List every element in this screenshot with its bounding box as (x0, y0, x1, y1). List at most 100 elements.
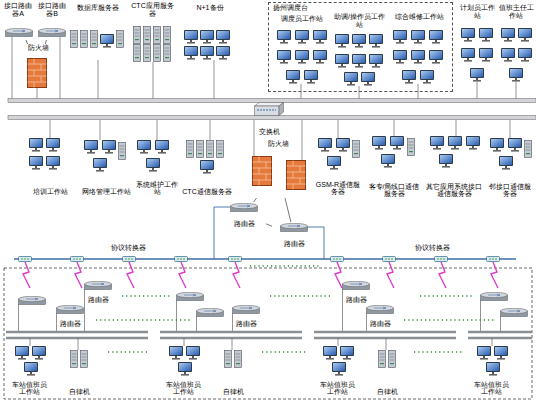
network-wire (510, 120, 511, 138)
converter-icon (19, 257, 32, 262)
monitor-icon (32, 346, 46, 360)
server-icon (154, 45, 161, 62)
network-wire (468, 337, 532, 339)
network-wire (160, 331, 302, 333)
device-label: 路由器 (226, 320, 266, 328)
router-icon (6, 28, 33, 36)
monitor-icon (304, 70, 318, 84)
network-wire (210, 120, 211, 140)
router-icon (367, 305, 394, 313)
server-icon (144, 27, 151, 44)
network-wire (314, 337, 456, 339)
monitor-icon (390, 136, 404, 150)
device-label: 助调/操作员工作站 (332, 13, 387, 28)
monitor-icon (15, 346, 29, 360)
device-label: 网络管理工作站 (80, 188, 132, 196)
device-node: CTC应用服务器 (130, 2, 175, 62)
device-label: 自律机 (64, 388, 94, 396)
device-label: 车站值班员工作站 (164, 381, 202, 396)
network-wire (302, 120, 303, 160)
protocol-label: 协议转换器 (414, 244, 451, 252)
device-node: 系统维护工作站 (134, 128, 180, 196)
network-wire (480, 300, 481, 332)
device-node: 路由器 (360, 304, 400, 328)
device-label: 接口路由器A (2, 2, 34, 17)
device-label: 其它应用系统接口通信服务器 (426, 183, 482, 198)
monitor-icon (486, 362, 500, 376)
monitor-icon (344, 72, 358, 86)
server-icon (81, 351, 88, 368)
device-node: 交换机 (250, 98, 288, 136)
monitor-icon (466, 136, 480, 150)
router-icon (343, 281, 370, 289)
server-icon (117, 31, 124, 48)
device-label: 路由器 (272, 240, 316, 248)
network-wire (18, 304, 19, 332)
device-label: N+1备份 (180, 4, 240, 12)
server-icon (154, 27, 161, 44)
device-node: 自律机 (64, 344, 94, 396)
network-wire (184, 338, 185, 346)
converter-icon (175, 257, 188, 262)
server-icon (134, 27, 141, 44)
server-icon (353, 141, 360, 158)
network-wire (157, 120, 158, 140)
monitor-icon (277, 50, 291, 64)
device-node: 路由器 (272, 222, 316, 248)
monitor-icon (295, 50, 309, 64)
monitor-icon (461, 48, 475, 62)
monitor-icon (313, 50, 327, 64)
monitor-icon (155, 140, 169, 154)
router-icon (39, 28, 66, 36)
device-node: 自律机 (372, 344, 402, 396)
network-wire (60, 37, 61, 99)
device-node: 车站值班员工作站 (472, 344, 510, 396)
network-wire (359, 86, 360, 99)
monitor-icon (200, 30, 214, 44)
network-wire (342, 289, 343, 332)
network-wire (262, 351, 308, 352)
device-node: 车站值班员工作站 (164, 344, 202, 396)
device-label: 计划员工作站 (458, 4, 496, 19)
network-wire (250, 265, 320, 266)
monitor-icon (509, 68, 523, 82)
device-node: 调度员工作站 (274, 15, 329, 91)
monitor-icon (169, 346, 183, 360)
server-icon (525, 141, 532, 158)
server-icon (225, 351, 232, 368)
router-icon (281, 223, 308, 231)
converter-icon (331, 257, 344, 262)
server-icon (119, 143, 126, 160)
server-icon (71, 351, 78, 368)
device-label: 防火墙 (246, 140, 310, 148)
wireless-link (387, 262, 394, 288)
monitor-icon (29, 156, 43, 170)
device-label: 自律机 (218, 388, 248, 396)
device-node: 数据库服务器 (68, 4, 128, 62)
converter-icon (71, 257, 84, 262)
lan-bus (8, 116, 536, 120)
device-node: 接口路由器A (2, 2, 34, 40)
device-node: 路由器 (226, 304, 266, 328)
region-heading: 扬州调度台 (273, 4, 308, 12)
network-wire (314, 331, 456, 333)
network-link (45, 40, 46, 44)
device-label: 综合维修工作站 (390, 13, 448, 21)
monitor-icon (508, 138, 522, 152)
router-icon (177, 292, 204, 300)
device-node: 防火墙 (246, 140, 310, 198)
monitor-icon (352, 34, 366, 48)
device-label: GSM-R通信服务器 (314, 181, 362, 196)
network-wire (6, 337, 148, 339)
monitor-icon (494, 346, 508, 360)
converter-icon (487, 257, 500, 262)
monitor-icon (24, 362, 38, 376)
wireless-link (233, 262, 240, 288)
wireless-link (75, 262, 82, 288)
device-node: 路由器 (336, 280, 376, 304)
monitor-icon (146, 158, 160, 172)
device-node: 自律机 (218, 344, 248, 396)
wireless-link (127, 262, 134, 288)
server-icon (164, 45, 171, 62)
